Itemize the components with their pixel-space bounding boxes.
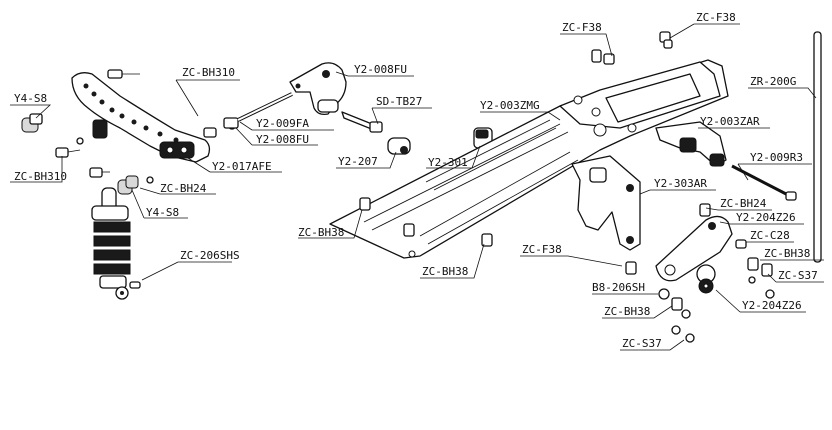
label-zc-bh310-top: ZC-BH310 bbox=[182, 66, 235, 79]
label-y2-008fu-bottom: Y2-008FU bbox=[256, 133, 309, 146]
long-rod-part bbox=[813, 31, 822, 263]
rod-end-part bbox=[387, 137, 411, 155]
ball-stud-part bbox=[117, 175, 154, 195]
label-zr-200g: ZR-200G bbox=[750, 75, 796, 88]
label-zc-bh38-bottom: ZC-BH38 bbox=[604, 305, 650, 318]
screw-part bbox=[107, 69, 140, 79]
label-y2-008fu-top: Y2-008FU bbox=[354, 63, 407, 76]
ball-stud-part bbox=[21, 113, 43, 133]
hinge-pin-part bbox=[731, 164, 797, 201]
label-sd-tb27: SD-TB27 bbox=[376, 95, 422, 108]
knuckle-part bbox=[289, 62, 347, 116]
upper-link-part bbox=[223, 92, 293, 129]
label-y2-009r3: Y2-009R3 bbox=[750, 151, 803, 164]
label-zc-bh310-left: ZC-BH310 bbox=[14, 170, 67, 183]
label-zc-s37-bottom: ZC-S37 bbox=[622, 337, 662, 350]
label-y2-207: Y2-207 bbox=[338, 155, 378, 168]
label-y2-003zmg: Y2-003ZMG bbox=[480, 99, 540, 112]
label-y2-003zar: Y2-003ZAR bbox=[700, 115, 760, 128]
rear-bracket-part bbox=[571, 155, 641, 251]
screw-part bbox=[359, 31, 775, 343]
turnbuckle-part bbox=[341, 111, 383, 133]
label-zc-206shs: ZC-206SHS bbox=[180, 249, 240, 262]
leader-lines bbox=[10, 23, 824, 351]
label-zc-f38-top-left: ZC-F38 bbox=[562, 21, 602, 34]
part-labels: ZC-BH310 Y4-S8 ZC-BH310 ZC-BH24 Y4-S8 ZC… bbox=[14, 11, 818, 350]
label-zc-bh38-right: ZC-BH38 bbox=[764, 247, 810, 260]
label-b8-206sh: B8-206SH bbox=[592, 281, 645, 294]
shock-absorber-part bbox=[91, 187, 141, 300]
label-zc-bh24-right: ZC-BH24 bbox=[720, 197, 767, 210]
label-y2-204z26-upper: Y2-204Z26 bbox=[736, 211, 796, 224]
label-y2-204z26-lower: Y2-204Z26 bbox=[742, 299, 802, 312]
label-zc-f38-top-right: ZC-F38 bbox=[696, 11, 736, 24]
label-y2-009fa: Y2-009FA bbox=[256, 117, 309, 130]
label-zc-bh38-left: ZC-BH38 bbox=[298, 226, 344, 239]
steering-arm-part bbox=[655, 215, 733, 282]
gear-part bbox=[696, 264, 716, 294]
label-y2-301: Y2-301 bbox=[428, 156, 468, 169]
label-zc-f38-mid: ZC-F38 bbox=[522, 243, 562, 256]
rear-arm-part bbox=[655, 121, 727, 167]
label-y4-s8-mid: Y4-S8 bbox=[146, 206, 179, 219]
chassis-plate-part bbox=[329, 59, 729, 259]
label-zc-s37-right: ZC-S37 bbox=[778, 269, 818, 282]
label-zc-c28: ZC-C28 bbox=[750, 229, 790, 242]
shock-tower-part bbox=[71, 72, 211, 163]
label-zc-bh38-center: ZC-BH38 bbox=[422, 265, 468, 278]
label-y2-303ar: Y2-303AR bbox=[654, 177, 707, 190]
label-y2-017afe: Y2-017AFE bbox=[212, 160, 272, 173]
label-zc-bh24-left: ZC-BH24 bbox=[160, 182, 207, 195]
label-y4-s8-top: Y4-S8 bbox=[14, 92, 47, 105]
